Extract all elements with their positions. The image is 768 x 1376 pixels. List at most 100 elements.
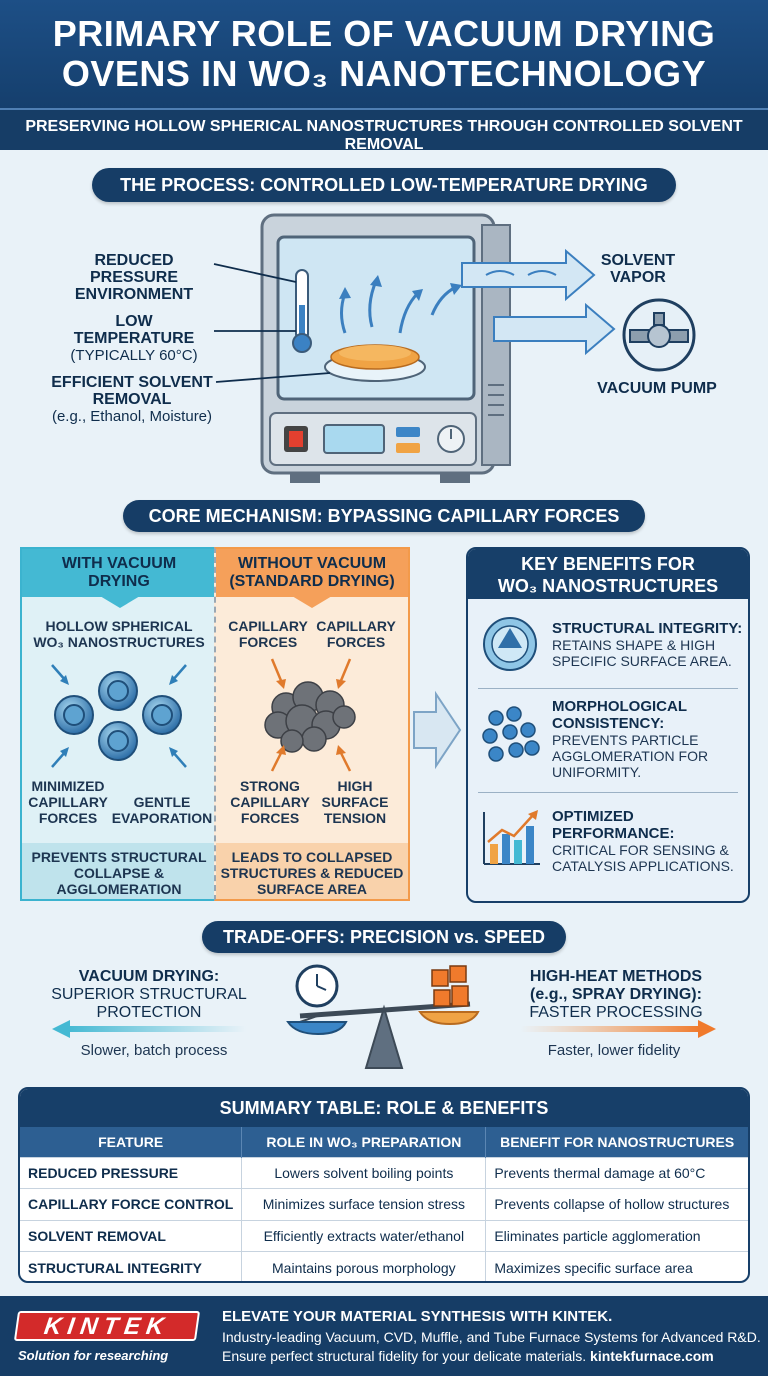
subtitle: PRESERVING HOLLOW SPHERICAL NANOSTRUCTUR… — [25, 118, 743, 153]
with-vacuum-header-line1: WITH VACUUM — [61, 555, 177, 572]
website-link[interactable]: kintekfurnace.com — [590, 1348, 714, 1364]
title-line-2: OVENS IN WO₃ NANOTECHNOLOGY — [61, 53, 707, 94]
slower-note: Slower, batch process — [80, 1042, 228, 1059]
label-low-temperature: LOW TEMPERATURE (TYPICALLY 60°C) — [54, 313, 214, 364]
table-cell: Maximizes specific surface area — [485, 1251, 748, 1281]
label-solvent-vapor-line1: SOLVENT — [600, 252, 676, 269]
table-row: SOLVENT REMOVAL Efficiently extracts wat… — [20, 1219, 748, 1252]
benefit-1-text-2: SPECIFIC SURFACE AREA. — [552, 653, 732, 669]
table-cell: STRUCTURAL INTEGRITY — [20, 1251, 243, 1281]
benefit-1-text-1: RETAINS SHAPE & HIGH — [552, 637, 716, 653]
benefit-morphological-consistency: MORPHOLOGICAL CONSISTENCY: PREVENTS PART… — [552, 698, 748, 780]
summary-table-panel: SUMMARY TABLE: ROLE & BENEFITS FEATURE R… — [18, 1087, 750, 1283]
label-solvent-removal-line2: REMOVAL — [92, 391, 172, 408]
tradeoffs-section-title: TRADE-OFFS: PRECISION vs. SPEED — [202, 921, 566, 953]
label-vacuum-pump: VACUUM PUMP — [597, 380, 717, 397]
table-cell: CAPILLARY FORCE CONTROL — [20, 1188, 243, 1220]
summary-table: FEATURE ROLE IN WO₃ PREPARATION BENEFIT … — [20, 1127, 748, 1281]
table-cell: Eliminates particle agglomeration — [485, 1219, 748, 1252]
table-cell: Prevents collapse of hollow structures — [485, 1188, 748, 1220]
benefit-3-title-2: PERFORMANCE: — [552, 825, 675, 842]
gentle-evaporation-label: GENTLE EVAPORATION — [108, 794, 216, 826]
process-section-title: THE PROCESS: CONTROLLED LOW-TEMPERATURE … — [92, 168, 676, 202]
footer-line-2-text: Ensure perfect structural fidelity for y… — [222, 1348, 587, 1364]
capillary-forces-label-left: CAPILLARY FORCES — [222, 618, 314, 650]
particles-cluster-icon — [482, 706, 540, 762]
label-solvent-removal-sub: (e.g., Ethanol, Moisture) — [51, 408, 213, 425]
without-vacuum-header-line2: (STANDARD DRYING) — [229, 573, 395, 590]
footer-line-1: Industry-leading Vacuum, CVD, Muffle, an… — [222, 1329, 761, 1345]
gentle-evaporation-line1: GENTLE — [133, 794, 191, 810]
without-vacuum-header-bg — [216, 549, 408, 597]
table-header-row: FEATURE ROLE IN WO₃ PREPARATION BENEFIT … — [20, 1127, 748, 1157]
hollow-spheres-illustration — [51, 664, 187, 768]
tradeoff-balance-illustration — [52, 964, 716, 1069]
with-vacuum-header: WITH VACUUM DRYING — [22, 555, 216, 591]
mechanism-section-title: CORE MECHANISM: BYPASSING CAPILLARY FORC… — [123, 500, 645, 532]
table-cell: SOLVENT REMOVAL — [20, 1219, 243, 1252]
surface-tension-line1: HIGH — [337, 778, 373, 794]
hollow-structures-line2: WO₃ NANOSTRUCTURES — [33, 634, 205, 650]
agglomerated-particles-illustration — [264, 658, 356, 772]
sphere-cutaway-icon — [483, 617, 537, 671]
label-solvent-vapor-line2: VAPOR — [610, 269, 666, 286]
table-cell: Maintains porous morphology — [241, 1251, 487, 1281]
with-vacuum-footer-line3: AGGLOMERATION — [56, 881, 182, 897]
strong-capillary-line2: CAPILLARY — [230, 794, 310, 810]
high-heat-sub: FASTER PROCESSING — [529, 1004, 703, 1021]
label-solvent-removal: EFFICIENT SOLVENT REMOVAL (e.g., Ethanol… — [42, 374, 222, 425]
surface-tension-line3: TENSION — [323, 810, 387, 826]
hollow-sphere-icon — [54, 695, 94, 735]
label-reduced-pressure: REDUCED PRESSURE ENVIRONMENT — [54, 252, 214, 303]
capillary-forces-label-right: CAPILLARY FORCES — [310, 618, 402, 650]
summary-table-title: SUMMARY TABLE: ROLE & BENEFITS — [20, 1089, 748, 1127]
key-benefits-panel — [466, 547, 750, 903]
without-vacuum-footer-line3: SURFACE AREA — [257, 881, 367, 897]
scale-icon — [364, 1004, 404, 1069]
without-vacuum-footer-bg — [216, 843, 408, 899]
benefit-optimized-performance: OPTIMIZED PERFORMANCE: CRITICAL FOR SENS… — [552, 808, 748, 874]
footer-headline: ELEVATE YOUR MATERIAL SYNTHESIS WITH KIN… — [222, 1308, 613, 1325]
vacuum-drying-tradeoff: VACUUM DRYING: SUPERIOR STRUCTURAL PROTE… — [44, 968, 254, 1022]
surface-tension-label: HIGH SURFACE TENSION — [312, 778, 398, 826]
without-vacuum-footer: LEADS TO COLLAPSED STRUCTURES & REDUCED … — [216, 849, 408, 897]
title-line-1: PRIMARY ROLE OF VACUUM DRYING — [52, 13, 716, 54]
strong-capillary-line1: STRONG — [240, 778, 300, 794]
key-benefits-title-1: KEY BENEFITS FOR — [521, 554, 695, 574]
with-vacuum-header-pointer — [100, 596, 140, 608]
benefit-2-text-3: UNIFORMITY. — [552, 764, 642, 780]
vacuum-drying-sub-2: PROTECTION — [96, 1004, 202, 1021]
without-vacuum-footer-line1: LEADS TO COLLAPSED — [231, 849, 393, 865]
table-cell: Efficiently extracts water/ethanol — [241, 1219, 487, 1252]
kintek-logo[interactable]: KINTEK — [13, 1311, 201, 1341]
benefit-2-text-2: AGGLOMERATION FOR — [552, 748, 709, 764]
table-row: REDUCED PRESSURE Lowers solvent boiling … — [20, 1156, 748, 1189]
benefit-structural-integrity: STRUCTURAL INTEGRITY: RETAINS SHAPE & HI… — [552, 620, 748, 669]
with-vacuum-footer: PREVENTS STRUCTURAL COLLAPSE & AGGLOMERA… — [22, 849, 216, 897]
vacuum-drying-sub-1: SUPERIOR STRUCTURAL — [51, 986, 247, 1003]
oven-window — [276, 235, 476, 401]
with-vacuum-header-bg — [22, 549, 216, 597]
without-vacuum-header-line1: WITHOUT VACUUM — [237, 555, 387, 572]
page-title: PRIMARY ROLE OF VACUUM DRYING OVENS IN W… — [0, 14, 768, 94]
capillary-forces-left-line2: FORCES — [238, 634, 298, 650]
vacuum-drying-title: VACUUM DRYING: — [78, 968, 220, 985]
capillary-forces-right-line2: FORCES — [326, 634, 386, 650]
gentle-evaporation-line2: EVAPORATION — [111, 810, 213, 826]
table-row: STRUCTURAL INTEGRITY Maintains porous mo… — [20, 1251, 748, 1281]
column-header-feature: FEATURE — [20, 1127, 243, 1157]
strong-capillary-line3: FORCES — [240, 810, 300, 826]
performance-chart-icon — [483, 810, 540, 865]
label-reduced-pressure-line2: ENVIRONMENT — [74, 286, 194, 303]
table-cell: Lowers solvent boiling points — [241, 1156, 487, 1189]
broken-structure-icon — [431, 965, 469, 1007]
label-reduced-pressure-line1: REDUCED PRESSURE — [89, 252, 179, 286]
faster-arrow — [520, 1026, 700, 1032]
table-cell: REDUCED PRESSURE — [20, 1156, 243, 1189]
slower-arrow — [66, 1026, 246, 1032]
oven-illustration — [213, 213, 696, 483]
benefit-1-title: STRUCTURAL INTEGRITY: — [552, 620, 743, 637]
capillary-forces-left-line1: CAPILLARY — [228, 618, 308, 634]
label-low-temperature-title: LOW TEMPERATURE — [73, 313, 195, 347]
with-vacuum-header-line2: DRYING — [88, 573, 150, 590]
